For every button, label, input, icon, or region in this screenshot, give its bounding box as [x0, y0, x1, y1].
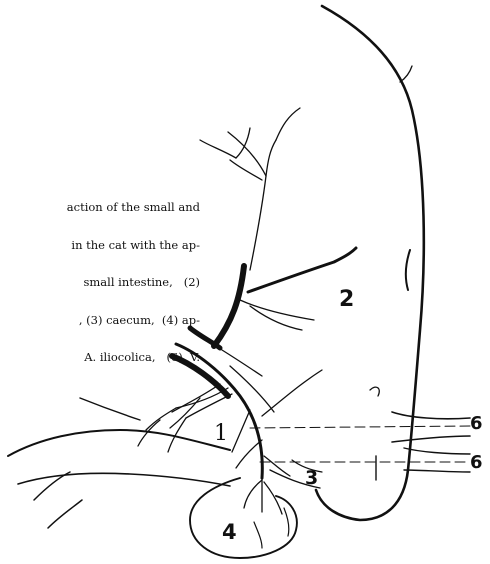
- caption-line: small intestine, (2): [0, 276, 200, 289]
- vein-lines: [250, 412, 470, 480]
- label-small-intestine: 1: [214, 421, 228, 446]
- caption-line: , (3) caecum, (4) ap-: [0, 314, 200, 327]
- caption-line: in the cat with the ap-: [0, 239, 200, 252]
- small-intestine-outline: [8, 398, 230, 528]
- label-large-intestine: 2: [339, 287, 354, 312]
- figure-caption: action of the small and in the cat with …: [0, 176, 200, 376]
- label-appendix: 4: [222, 520, 237, 544]
- caption-line: action of the small and: [0, 201, 200, 214]
- label-caecum: 3: [305, 467, 318, 489]
- appendix-outline: [190, 478, 297, 558]
- caption-line: A. iliocolica, (6) V.: [0, 351, 200, 364]
- label-vein-upper: 6: [470, 413, 483, 434]
- label-vein-lower: 6: [470, 452, 483, 473]
